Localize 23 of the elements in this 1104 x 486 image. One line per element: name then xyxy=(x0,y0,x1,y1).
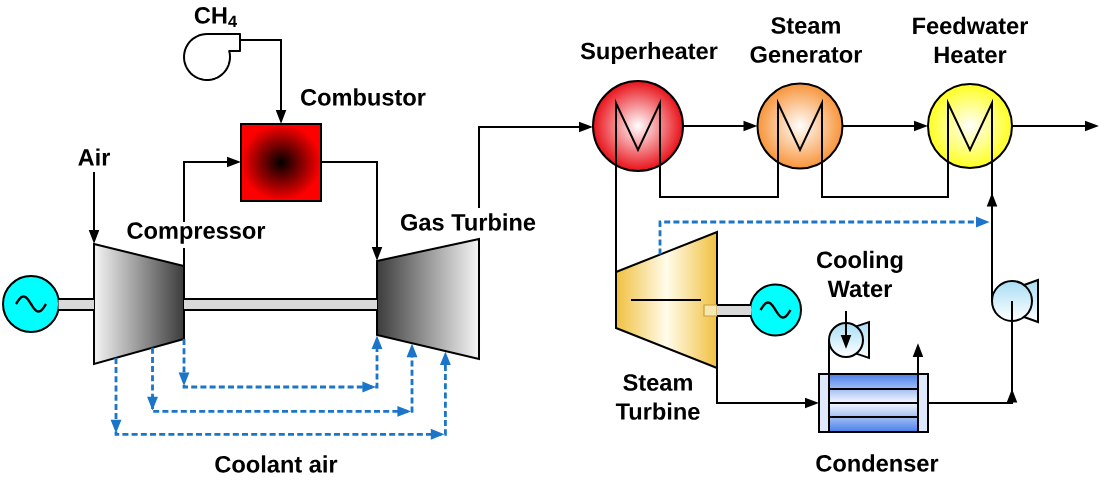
pump-symbol xyxy=(991,278,1039,324)
connector-line xyxy=(659,161,779,198)
connector-line xyxy=(828,339,830,375)
shaft xyxy=(184,297,377,312)
component-label: Combustor xyxy=(301,88,426,106)
pump-symbol xyxy=(828,320,870,360)
connector-line xyxy=(821,160,949,198)
stream-label: Air xyxy=(78,148,111,166)
connector-line xyxy=(615,164,617,273)
generator-symbol xyxy=(749,283,802,337)
component-label: Compressor xyxy=(127,222,266,244)
stream-label: Cooling Water xyxy=(817,250,903,298)
component-label: Condenser xyxy=(816,454,939,472)
component-label: Steam Generator xyxy=(750,17,862,63)
component-label: CH$_{4}$ xyxy=(194,6,238,28)
generator-symbol xyxy=(2,275,60,333)
annotation-label: Coolant air xyxy=(215,455,338,473)
component-label: Feedwater Heater xyxy=(913,16,1028,64)
component-label: Steam Turbine xyxy=(615,374,700,420)
component-label: Gas Turbine xyxy=(401,213,536,231)
shaft xyxy=(717,303,751,318)
shaft xyxy=(58,297,94,312)
component-label: Superheater xyxy=(580,42,718,64)
